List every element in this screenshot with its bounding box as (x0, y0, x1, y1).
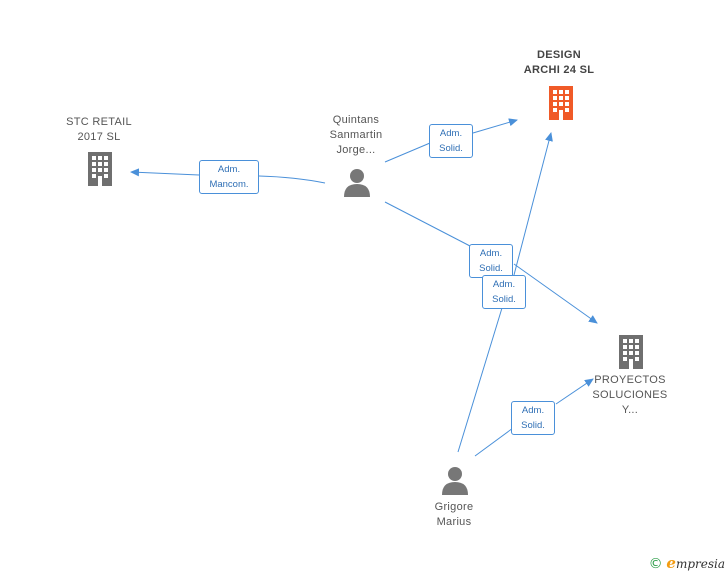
person-icon[interactable] (440, 465, 470, 495)
edge-label-line1: Adm. (217, 164, 241, 175)
grigore-name-line2: Marius (436, 516, 472, 528)
grigore-name-line1: Grigore (434, 501, 474, 513)
quintans-name-line3: Jorge... (336, 144, 376, 156)
edge-quintans-design (384, 120, 517, 163)
edge-quintans-stc (131, 172, 326, 184)
stc-retail-label: STC RETAIL 2017 SL (50, 115, 148, 145)
building-icon[interactable] (615, 333, 647, 369)
stc-retail-name-line2: 2017 SL (77, 131, 121, 143)
edge-label-quintans-stc[interactable]: Adm. Mancom. (199, 160, 259, 194)
person-icon[interactable] (342, 167, 372, 197)
brand-initial: e (666, 554, 676, 572)
edge-label-line1: Adm. (479, 248, 503, 259)
edge-label-quintans-design[interactable]: Adm. Solid. (429, 124, 473, 158)
proyectos-name-line2: SOLUCIONES (592, 389, 668, 401)
proyectos-label: PROYECTOS SOLUCIONES Y... (578, 373, 682, 418)
edge-label-line2: Mancom. (209, 179, 249, 190)
edge-label-line2: Solid. (521, 420, 545, 431)
quintans-name-line1: Quintans (332, 114, 380, 126)
empresia-logo: © empresia (649, 554, 725, 572)
proyectos-name-line1: PROYECTOS (594, 374, 666, 386)
design-archi-label: DESIGN ARCHI 24 SL (500, 48, 618, 78)
building-icon[interactable] (545, 84, 577, 120)
edge-grigore-proyectos (474, 379, 593, 457)
quintans-label: Quintans Sanmartin Jorge... (306, 113, 406, 158)
edge-quintans-proyectos (384, 201, 597, 323)
proyectos-name-line3: Y... (621, 404, 639, 416)
edge-label-line2: Solid. (492, 294, 516, 305)
edge-label-grigore-proyectos[interactable]: Adm. Solid. (511, 401, 555, 435)
brand-name: mpresia (675, 557, 725, 571)
edge-label-quintans-proyectos[interactable]: Adm. Solid. (469, 244, 513, 278)
edge-grigore-design (457, 133, 551, 453)
design-archi-name-line1: DESIGN (537, 49, 581, 61)
design-archi-name-line2: ARCHI 24 SL (523, 64, 595, 76)
edge-label-line1: Adm. (439, 128, 463, 139)
edge-label-line2: Solid. (479, 263, 503, 274)
quintans-name-line2: Sanmartin (329, 129, 383, 141)
grigore-label: Grigore Marius (412, 500, 496, 530)
edge-label-grigore-design[interactable]: Adm. Solid. (482, 275, 526, 309)
copyright-icon: © (648, 556, 663, 572)
edge-label-line1: Adm. (521, 405, 545, 416)
stc-retail-name-line1: STC RETAIL (66, 116, 132, 128)
edge-label-line2: Solid. (439, 143, 463, 154)
building-icon[interactable] (84, 150, 116, 186)
edge-label-line1: Adm. (492, 279, 516, 290)
